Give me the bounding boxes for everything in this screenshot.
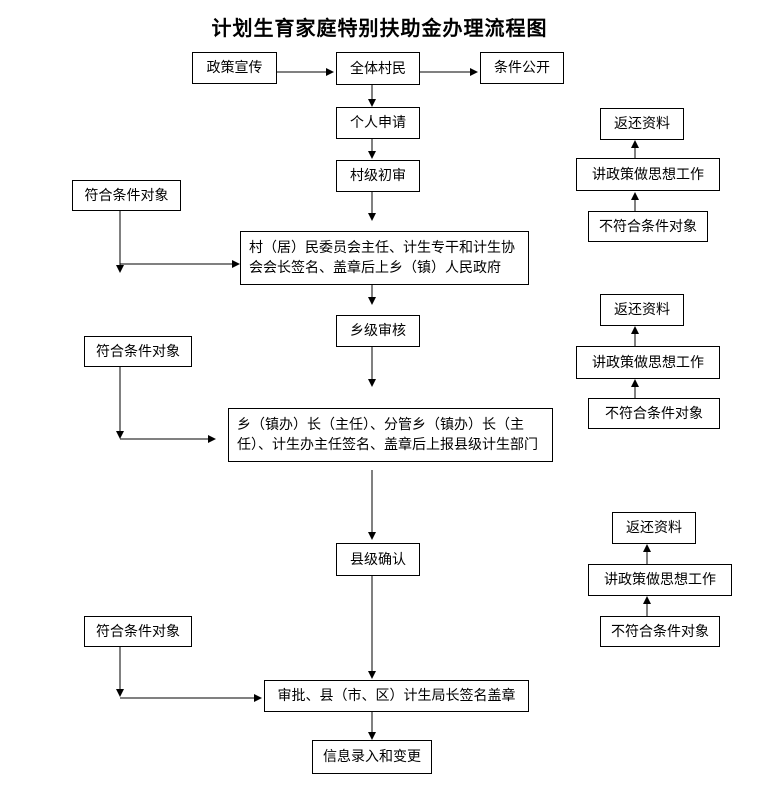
- publish-conditions-box: 条件公开: [480, 52, 564, 84]
- persuade-box-1: 讲政策做思想工作: [576, 158, 720, 191]
- return-materials-box-1: 返还资料: [600, 108, 684, 140]
- return-materials-box-2: 返还资料: [600, 294, 684, 326]
- village-sign-box: 村（居）民委员会主任、计生专干和计生协会会长签名、盖章后上乡（镇）人民政府: [240, 231, 529, 285]
- diagram-title: 计划生育家庭特别扶助金办理流程图: [211, 16, 548, 40]
- eligible-box-1: 符合条件对象: [72, 180, 181, 211]
- persuade-box-3: 讲政策做思想工作: [588, 564, 732, 596]
- publicity-box: 政策宣传: [192, 52, 277, 84]
- all-villagers-box: 全体村民: [336, 52, 420, 85]
- ineligible-box-1: 不符合条件对象: [588, 211, 708, 242]
- personal-application-box: 个人申请: [336, 107, 420, 139]
- county-approve-box: 审批、县（市、区）计生局长签名盖章: [264, 680, 529, 712]
- county-confirm-box: 县级确认: [336, 543, 420, 576]
- township-sign-box: 乡（镇办）长（主任）、分管乡（镇办）长（主任）、计生办主任签名、盖章后上报县级计…: [228, 408, 553, 462]
- eligible-box-2: 符合条件对象: [84, 336, 192, 367]
- info-entry-box: 信息录入和变更: [312, 740, 432, 774]
- township-sign-text: 乡（镇办）长（主任）、分管乡（镇办）长（主任）、计生办主任签名、盖章后上报县级计…: [237, 417, 538, 453]
- eligible-box-3: 符合条件对象: [84, 616, 192, 647]
- township-review-box: 乡级审核: [336, 315, 420, 347]
- persuade-box-2: 讲政策做思想工作: [576, 346, 720, 379]
- village-sign-text: 村（居）民委员会主任、计生专干和计生协会会长签名、盖章后上乡（镇）人民政府: [249, 240, 515, 276]
- village-review-box: 村级初审: [336, 160, 420, 192]
- ineligible-box-2: 不符合条件对象: [588, 398, 720, 429]
- return-materials-box-3: 返还资料: [612, 512, 696, 544]
- ineligible-box-3: 不符合条件对象: [600, 616, 720, 647]
